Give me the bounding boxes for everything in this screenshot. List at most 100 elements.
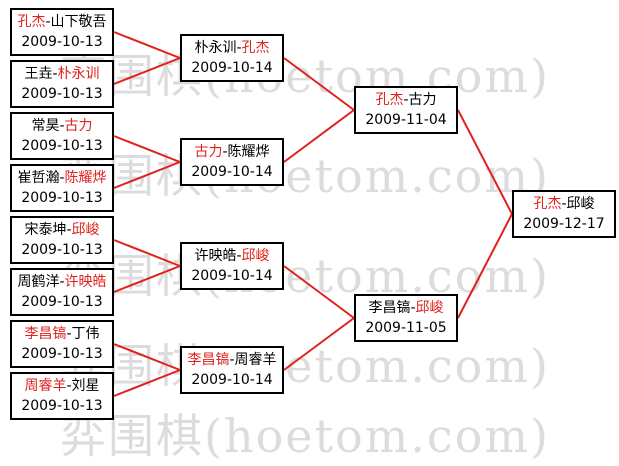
match-players: 孔杰-古力: [356, 90, 456, 110]
player-two-name: 许映皓: [64, 274, 107, 290]
player-two-name: 山下敬吾: [50, 14, 107, 30]
player-one-name: 李昌镐: [24, 326, 67, 342]
final-match-1: 孔杰-邱峻 2009-12-17: [512, 190, 616, 238]
match-date: 2009-10-14: [191, 60, 273, 76]
round1-match-3: 常昊-古力 2009-10-13: [10, 112, 114, 160]
player-one-name: 崔哲瀚: [17, 170, 60, 186]
player-two-name: 陈耀烨: [64, 170, 107, 186]
round3-match-2: 李昌镐-邱峻 2009-11-05: [354, 294, 458, 342]
player-one-name: 朴永训: [194, 40, 237, 56]
tournament-bracket: 弈围棋(hoetom.com) 弈围棋(hoetom.com) 弈围棋(hoet…: [10, 8, 616, 463]
match-players: 李昌镐-周睿羊: [182, 350, 282, 370]
player-two-name: 邱峻: [566, 196, 595, 212]
match-date: 2009-12-17: [523, 216, 605, 232]
player-two-name: 邱峻: [71, 222, 100, 238]
watermark-line: 弈围棋(hoetom.com): [60, 149, 550, 203]
player-separator: -: [236, 248, 242, 264]
match-date: 2009-10-14: [191, 164, 273, 180]
player-one-name: 李昌镐: [187, 352, 230, 368]
round3-connector-2: [457, 213, 513, 319]
round1-match-8: 周睿羊-刘星 2009-10-13: [10, 372, 114, 420]
player-one-name: 宋泰坤: [24, 222, 67, 238]
player-one-name: 许映皓: [194, 248, 237, 264]
player-one-name: 常昊: [31, 118, 60, 134]
round1-connector-3: [113, 135, 181, 163]
match-players: 朴永训-孔杰: [182, 38, 282, 58]
match-players: 古力-陈耀烨: [182, 142, 282, 162]
player-separator: -: [222, 144, 228, 160]
match-players: 常昊-古力: [12, 116, 112, 136]
player-separator: -: [59, 274, 65, 290]
round2-connector-2: [283, 109, 355, 163]
player-two-name: 邱峻: [415, 300, 444, 316]
round1-connector-6: [113, 265, 181, 293]
match-players: 周睿羊-刘星: [12, 376, 112, 396]
watermark-line: 弈围棋(hoetom.com): [60, 49, 550, 103]
match-date: 2009-10-13: [21, 346, 103, 362]
player-separator: -: [561, 196, 567, 212]
player-two-name: 古力: [408, 92, 437, 108]
round2-connector-4: [283, 317, 355, 371]
match-date: 2009-10-13: [21, 242, 103, 258]
player-two-name: 丁伟: [71, 326, 100, 342]
round1-match-1: 孔杰-山下敬吾 2009-10-13: [10, 8, 114, 56]
match-players: 孔杰-邱峻: [514, 194, 614, 214]
round2-match-1: 朴永训-孔杰 2009-10-14: [180, 34, 284, 82]
round3-connector-1: [457, 109, 513, 215]
match-players: 宋泰坤-邱峻: [12, 220, 112, 240]
match-date: 2009-10-13: [21, 294, 103, 310]
bracket-connectors: [113, 31, 513, 397]
round2-match-4: 李昌镐-周睿羊 2009-10-14: [180, 346, 284, 394]
player-separator: -: [59, 170, 65, 186]
player-separator: -: [229, 352, 235, 368]
match-date: 2009-10-13: [21, 190, 103, 206]
player-one-name: 孔杰: [17, 14, 46, 30]
round1-connector-2: [113, 57, 181, 85]
player-separator: -: [45, 14, 51, 30]
player-separator: -: [403, 92, 409, 108]
round2-connector-1: [283, 57, 355, 111]
player-separator: -: [66, 326, 72, 342]
round2-match-2: 古力-陈耀烨 2009-10-14: [180, 138, 284, 186]
round2-connector-3: [283, 265, 355, 319]
player-separator: -: [66, 222, 72, 238]
player-two-name: 孔杰: [241, 40, 270, 56]
match-players: 许映皓-邱峻: [182, 246, 282, 266]
player-separator: -: [66, 378, 72, 394]
player-separator: -: [59, 118, 65, 134]
match-players: 李昌镐-丁伟: [12, 324, 112, 344]
match-players: 王垚-朴永训: [12, 64, 112, 84]
match-date: 2009-10-14: [191, 372, 273, 388]
round1-match-4: 崔哲瀚-陈耀烨 2009-10-13: [10, 164, 114, 212]
round1-connector-5: [113, 239, 181, 267]
match-players: 孔杰-山下敬吾: [12, 12, 112, 32]
player-one-name: 孔杰: [533, 196, 562, 212]
player-one-name: 古力: [194, 144, 223, 160]
match-date: 2009-10-14: [191, 268, 273, 284]
player-one-name: 李昌镐: [368, 300, 411, 316]
round1-match-2: 王垚-朴永训 2009-10-13: [10, 60, 114, 108]
match-date: 2009-11-04: [365, 112, 447, 128]
match-players: 周鹤洋-许映皓: [12, 272, 112, 292]
player-one-name: 王垚: [24, 66, 53, 82]
round1-connector-1: [113, 31, 181, 59]
match-date: 2009-10-13: [21, 86, 103, 102]
player-one-name: 周睿羊: [24, 378, 67, 394]
match-players: 李昌镐-邱峻: [356, 298, 456, 318]
watermark-line: 弈围棋(hoetom.com): [60, 249, 550, 303]
player-two-name: 刘星: [71, 378, 100, 394]
round3-match-1: 孔杰-古力 2009-11-04: [354, 86, 458, 134]
player-two-name: 朴永训: [57, 66, 100, 82]
match-date: 2009-11-05: [365, 320, 447, 336]
round2-match-3: 许映皓-邱峻 2009-10-14: [180, 242, 284, 290]
player-two-name: 邱峻: [241, 248, 270, 264]
watermark-line: 弈围棋(hoetom.com): [60, 339, 550, 393]
match-date: 2009-10-13: [21, 138, 103, 154]
match-date: 2009-10-13: [21, 398, 103, 414]
player-two-name: 古力: [64, 118, 93, 134]
match-date: 2009-10-13: [21, 34, 103, 50]
round1-connector-8: [113, 369, 181, 397]
player-one-name: 周鹤洋: [17, 274, 60, 290]
player-one-name: 孔杰: [375, 92, 404, 108]
round1-match-5: 宋泰坤-邱峻 2009-10-13: [10, 216, 114, 264]
